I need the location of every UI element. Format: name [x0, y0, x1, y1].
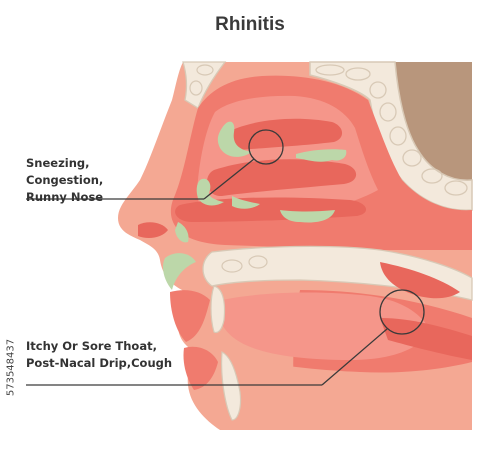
leader-line-throat-diag — [321, 328, 388, 386]
symptom-line: Post-Nacal Drip,Cough — [26, 356, 173, 370]
stock-image-id: 573548437 — [5, 338, 17, 397]
leader-line-nose-diag — [203, 158, 255, 200]
soft-palate — [380, 262, 460, 299]
callout-circle-nose — [248, 129, 284, 165]
page-title: Rhinitis — [215, 14, 285, 35]
symptom-label-throat: Itchy Or Sore Thoat, Post-Nacal Drip,Cou… — [26, 338, 172, 372]
symptom-line: Itchy Or Sore Thoat, — [26, 339, 157, 353]
teeth — [210, 285, 242, 421]
middle-turbinate — [207, 159, 357, 197]
symptom-line: Congestion, — [26, 173, 104, 187]
symptom-line: Runny Nose — [26, 190, 104, 204]
skull-bone — [309, 61, 473, 211]
superior-turbinate — [226, 118, 343, 150]
lower-lip — [183, 346, 218, 390]
bone-segments — [315, 64, 468, 196]
nostril — [138, 222, 168, 238]
upper-lip — [170, 290, 210, 342]
lower-jaw — [210, 350, 472, 430]
symptom-label-nose: Sneezing, Congestion, Runny Nose — [26, 155, 103, 206]
symptom-line: Sneezing, — [26, 156, 90, 170]
tongue — [218, 292, 430, 360]
throat-tissue — [380, 318, 472, 360]
callout-circle-throat — [379, 289, 425, 335]
brain-region — [395, 62, 472, 181]
